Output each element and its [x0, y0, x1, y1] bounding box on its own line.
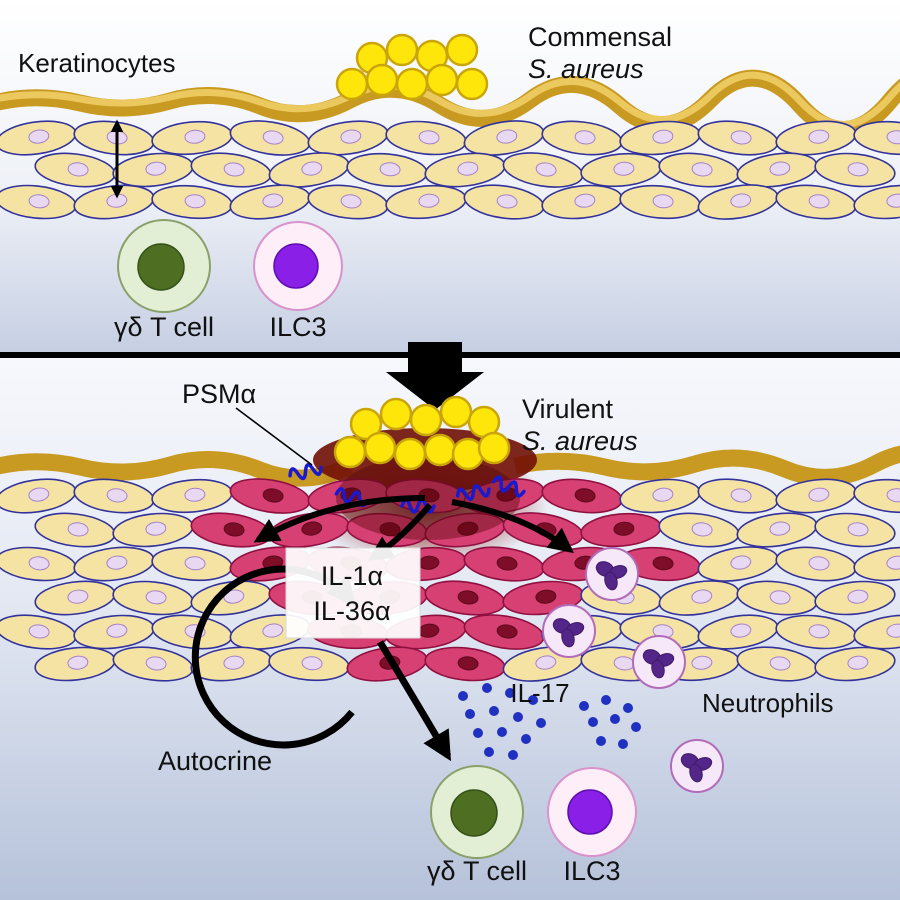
- gdt-label-top: γδ T cell: [114, 312, 214, 342]
- ilc3-label-top: ILC3: [269, 312, 326, 342]
- gdt-cell-bottom: [430, 765, 524, 859]
- il17-label: IL-17: [510, 678, 569, 708]
- il-cytokine-box: IL-1α IL-36α: [285, 547, 421, 639]
- il1a-label: IL-1α: [321, 561, 383, 591]
- arrow-to-gdt-cell: [377, 640, 452, 762]
- ilc3-cell-bottom: [547, 767, 637, 857]
- keratinocyte-layer-top: [0, 115, 900, 225]
- signal-arrow-right: [451, 499, 574, 554]
- psma-label: PSMα: [182, 379, 256, 409]
- keratinocytes-label: Keratinocytes: [18, 48, 176, 78]
- ilc3-label-bottom: ILC3: [563, 856, 620, 886]
- autocrine-label: Autocrine: [158, 746, 272, 776]
- neutrophil-migrating: [670, 739, 724, 793]
- commensal-label-line2: S. aureus: [528, 54, 644, 84]
- transition-down-arrow: [386, 342, 484, 410]
- gdt-cell-top: [117, 219, 211, 313]
- gdt-label-bottom: γδ T cell: [427, 856, 527, 886]
- virulent-label-line2: S. aureus: [522, 426, 638, 456]
- commensal-label-line1: Commensal: [528, 22, 672, 52]
- ilc3-cell-top: [253, 221, 343, 311]
- signal-arrow-left: [253, 495, 426, 543]
- stratum-corneum-bottom: [0, 445, 900, 487]
- psma-pointer-line: [235, 407, 313, 466]
- il36a-label: IL-36α: [313, 596, 390, 626]
- virulent-label-line1: Virulent: [522, 394, 614, 424]
- infection-dark-overlay: [336, 456, 520, 540]
- neutrophils-label: Neutrophils: [702, 688, 834, 718]
